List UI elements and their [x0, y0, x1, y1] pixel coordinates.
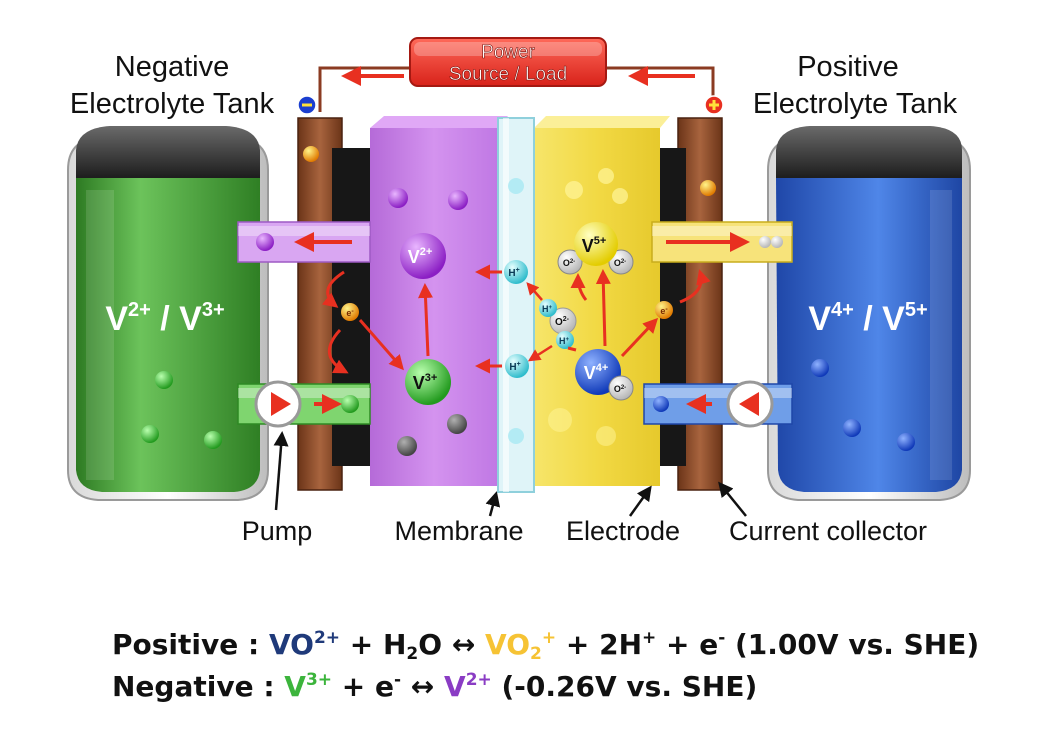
pos-tank-label-line1: Positive: [797, 51, 899, 83]
positive-equation: Positive : VO2+ + H2O ↔ VO2+ + 2H+ + e- …: [112, 628, 980, 664]
positive-tank: [767, 126, 971, 501]
neg-tank-label-line2: Electrolyte Tank: [70, 88, 275, 120]
negative-potential: (-0.26V vs. SHE): [491, 670, 758, 703]
negative-product-v2: V2+: [444, 670, 492, 703]
positive-potential: (1.00V vs. SHE): [725, 628, 980, 661]
pos-tank-particles: [811, 359, 915, 451]
pos-upper-pipe: [651, 221, 793, 263]
pump-label: Pump: [242, 516, 313, 546]
pos-tank-label-line2: Electrolyte Tank: [753, 88, 958, 120]
v4-ion-icon: V4+ O2-: [575, 349, 634, 401]
neg-tank-particles: [141, 371, 222, 449]
membrane-h-arrows: [475, 264, 502, 374]
water-to-h-arrows: [526, 282, 553, 362]
neg-tank-label-line1: Negative: [115, 51, 229, 83]
svg-text:O2-: O2-: [555, 316, 570, 328]
svg-text:V3+: V3+: [413, 372, 438, 393]
pointer-arrows: [273, 431, 747, 517]
pos-cell-particles: [548, 168, 628, 446]
power-box-line2: Source / Load: [449, 64, 567, 85]
svg-text:e-: e-: [346, 308, 354, 318]
minus-terminal-icon: [297, 95, 317, 115]
svg-text:O2-: O2-: [614, 384, 626, 394]
positive-product-vo2: VO2+: [485, 628, 557, 664]
pos-electron-icon: e-: [655, 301, 673, 319]
pos-tank-species: V4+ / V5+: [808, 299, 927, 338]
membrane-label: Membrane: [394, 516, 523, 546]
h-plus-ion-lower: H+: [505, 354, 529, 378]
collector-electrons: [303, 146, 716, 196]
negative-equation: Negative : V3+ + e- ↔ V2+ (-0.26V vs. SH…: [112, 670, 758, 703]
power-circuit: Power Source / Load: [318, 37, 715, 112]
neg-tank-species: V2+ / V3+: [105, 299, 224, 338]
water-molecule-icon: O2- H+ H+: [539, 299, 577, 349]
negative-reactant-v3: V3+: [284, 670, 333, 703]
neg-electron-icon: e-: [341, 303, 359, 321]
positive-reactant-vo: VO2+: [268, 628, 341, 661]
svg-text:V4+: V4+: [584, 362, 609, 383]
negative-tank: [67, 126, 269, 501]
svg-text:V5+: V5+: [582, 235, 607, 256]
svg-text:e-: e-: [660, 306, 668, 316]
h-plus-ion-upper: H+: [504, 260, 528, 284]
electrode-label: Electrode: [566, 516, 680, 546]
positive-equation-label: Positive :: [112, 628, 269, 661]
svg-text:O2-: O2-: [614, 258, 626, 268]
v5-ion-icon: O2- O2- V5+: [557, 222, 634, 275]
svg-text:H+: H+: [559, 336, 570, 346]
neg-cell-particles: [388, 188, 468, 456]
current-collector-label: Current collector: [729, 516, 927, 546]
pos-pump-icon: [726, 380, 774, 428]
plus-terminal-icon: [704, 95, 724, 115]
flow-battery-diagram: Power Source / Load Negative Electrolyte…: [67, 37, 971, 546]
neg-upper-pipe: [237, 221, 371, 263]
svg-text:H+: H+: [509, 361, 520, 373]
svg-text:H+: H+: [542, 304, 553, 314]
pos-reaction-arrows: [567, 269, 711, 358]
power-source-box: [409, 37, 607, 87]
neg-pump-icon: [254, 380, 302, 428]
negative-half-cell: [370, 128, 498, 486]
power-box-line1: Power: [481, 42, 536, 63]
svg-text:H+: H+: [508, 267, 519, 279]
svg-text:V2+: V2+: [408, 246, 433, 267]
negative-equation-label: Negative :: [112, 670, 285, 703]
neg-reaction-arrows: [321, 270, 434, 374]
svg-text:O2-: O2-: [563, 258, 575, 268]
v2-ion-icon: V2+: [400, 233, 446, 279]
v3-ion-icon: V3+: [405, 359, 451, 405]
